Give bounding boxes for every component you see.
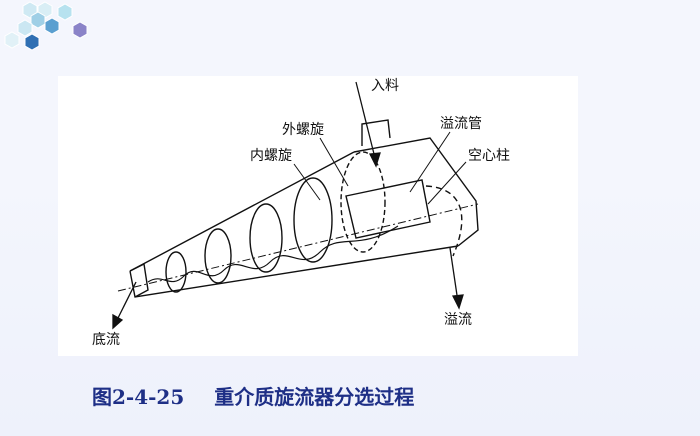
apex-outlet (129, 262, 149, 298)
feed-inlet (361, 119, 391, 146)
hexagon-icon (4, 31, 20, 49)
hexagon-icon (17, 19, 33, 37)
overflow-pipe (345, 179, 431, 239)
caption-number: 图2-4-25 (92, 385, 185, 409)
cyclone-cylinder (353, 137, 479, 247)
label-inner-spiral: 内螺旋 (250, 148, 292, 164)
leader-outer-spiral (319, 137, 349, 187)
air-core (117, 203, 479, 292)
label-overflow: 溢流 (444, 312, 472, 328)
leader-overflow-pipe (409, 131, 451, 193)
hexagon-icon (24, 33, 40, 51)
figure-panel: 入料 外螺旋 内螺旋 溢流管 空心柱 底流 溢流 (58, 76, 578, 356)
feed-arrow (355, 81, 377, 163)
label-feed: 入料 (371, 78, 399, 94)
label-outer-spiral: 外螺旋 (282, 122, 324, 138)
underflow-arrow-head (112, 313, 124, 330)
label-overflow-pipe: 溢流管 (440, 116, 482, 132)
overflow-pipe-bend (425, 185, 463, 257)
underflow-arrow (115, 281, 137, 323)
figure-caption: 图2-4-25 重介质旋流器分选过程 (92, 381, 414, 410)
hydrocyclone-diagram: 入料 外螺旋 内螺旋 溢流管 空心柱 底流 溢流 (92, 78, 510, 348)
feed-arrow-head (368, 152, 381, 168)
label-air-core: 空心柱 (468, 148, 510, 164)
inner-spiral (147, 225, 399, 283)
overflow-arrow-head (451, 294, 464, 310)
label-underflow: 底流 (92, 332, 120, 348)
caption-title: 重介质旋流器分选过程 (214, 385, 415, 409)
hexagon-icon (57, 3, 73, 21)
overflow-arrow (449, 247, 459, 303)
hexagon-decoration (4, 1, 88, 51)
hexagon-icon (44, 17, 60, 35)
leader-inner-spiral (293, 163, 321, 201)
hexagon-icon (30, 11, 46, 29)
leader-air-core (427, 161, 467, 205)
hexagon-icon (72, 21, 88, 39)
outer-spiral (165, 151, 386, 293)
